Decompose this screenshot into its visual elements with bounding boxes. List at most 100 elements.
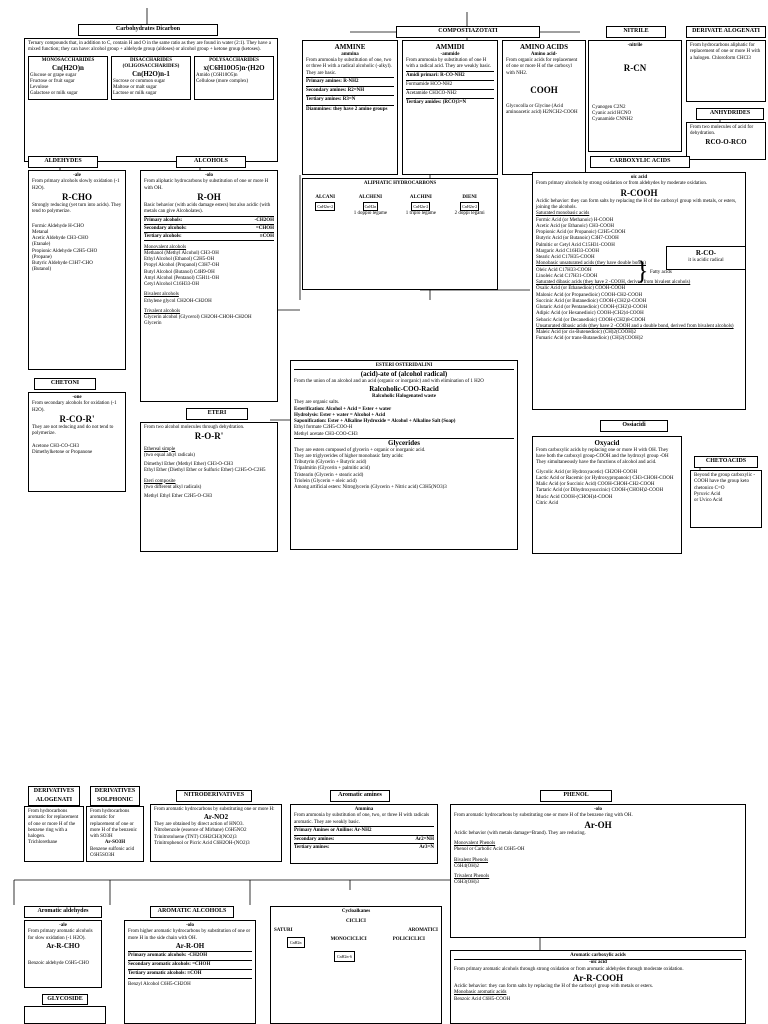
oxyacid-item: Lactic Acid or Racemic (or Hydroxypropan…: [536, 475, 674, 481]
oxyacid-item: Citric Acid: [536, 500, 559, 506]
chetoacids-box: Beyond the group carboxylic -COOH have t…: [690, 470, 762, 528]
aromatic-carboxylic-desc: Acidic behavior: they can form salts by …: [454, 984, 654, 989]
disaccharides-formula: Cn(H2O)n-1: [132, 70, 170, 78]
carbohydrates-header: Carbohydrates Dicarbon: [78, 24, 218, 36]
carboxylic-acids-header: CARBOXYLIC ACIDS: [590, 156, 690, 168]
aldehydes-header: ALDEHYDES: [28, 156, 98, 168]
ammidi-row: Acetamide CH3CO-NH2: [406, 91, 457, 96]
alchini-bond: 1 triplo legame: [405, 210, 437, 216]
di-line: Maltose or malt sugar: [113, 85, 157, 90]
chetone-item: Dimethylketone or Propanone: [32, 449, 93, 455]
ammine-row: Primary amines: R-NH2: [306, 78, 359, 84]
glycoside-box: [24, 1006, 106, 1024]
monovalent-alcohol-item: Methanol (Methyl Alcohol) CH3-OH: [144, 250, 219, 256]
anhydrides-header: ANHYDRIDES: [696, 108, 764, 120]
monosaccharides-formula: Cn(H2O)n: [52, 63, 84, 72]
anhydrides-text: From two molecules of acid for dehydrati…: [690, 125, 754, 137]
fatty-acids-label: Fatty acids: [650, 270, 672, 275]
saturated-dibasic-title: Saturated dibasic acids (they have 2 -CO…: [536, 280, 691, 285]
chetoni-suffix: -one: [72, 395, 82, 400]
nitroderivatives-formula: Ar-NO2: [203, 813, 229, 822]
esters-intro: From the union of an alcohol and an acid…: [294, 379, 484, 384]
glyceride-line: Tristearin (Glycerin + stearic acid): [294, 472, 364, 478]
derivatives-solphonic-formula: Ar-SO3H: [104, 840, 126, 846]
alcohols-formula: R-OH: [197, 191, 221, 202]
alcohols-header: ALCOHOLS: [176, 156, 246, 168]
aromatic-amines-row: Tertiary amines:: [294, 845, 330, 850]
derivatives-alogenati-item: Trichlorethane: [28, 840, 58, 846]
alcheni-label: ALCHENI: [358, 195, 383, 201]
compostiazotati-header: COMPOSTIAZOTATI: [396, 26, 540, 38]
chetoacid-item: Pyruvic Acid: [694, 491, 721, 497]
poly-line: Amido (C6H10O5)n: [196, 72, 238, 78]
trivalent-alcohols-title: Trivalent alcohols: [144, 308, 181, 314]
aromatic-acid-item: Benzoic Acid C6H5-COOH: [454, 996, 511, 1002]
dibasic-acid-item: Oxalic Acid (or Ethanedioic) COOH-COOH: [536, 286, 626, 292]
primary-alcohols-formula: -CH2OH: [254, 217, 274, 223]
anhydrides-box: From two molecules of acid for dehydrati…: [686, 122, 766, 160]
aromatic-alcohols-formula: Ar-R-OH: [175, 941, 205, 950]
tertiary-aromatic-amine-formula: Ar3=N: [419, 845, 434, 850]
disaccharides-box: DISACCHARIDES (OLIGOSACCHARIDES) Cn(H2O)…: [111, 55, 191, 100]
monovalent-alcohol-item: Cetyl Alcohol C16H33-OH: [144, 282, 199, 287]
ammine-row: Secondary amines: R2=NH: [306, 88, 365, 93]
ester-line: Methyl acetate CH3-COO-CH3: [294, 431, 358, 437]
mono-line: Galactose or milk sugar: [30, 91, 78, 97]
aldehyde-item: Formic Aldehyde H-CHO: [32, 223, 84, 229]
cycloalkanes-box: Cycloalkanes CICLICI SATURI AROMATICI Cn…: [270, 906, 442, 1024]
glycoside-header: GLYCOSIDE: [42, 994, 88, 1005]
aromatic-alcohol-row: Tertiary aromatic alcohols: ≡COH: [128, 971, 202, 976]
polysaccharides-box: POLYSACCHARIDES x(C6H10O5)n·(H2O Amido (…: [194, 55, 274, 100]
glycerides-title: Glycerides: [294, 437, 514, 448]
chetoni-intro: From secondary alcohols for oxidation (-…: [32, 401, 117, 413]
eteri-header: ETERI: [186, 408, 248, 420]
saturated-acid-item: Formic Acid (or Methanoic) H-COOH: [536, 217, 614, 223]
saturated-acid-item: Acetic Acid (or Ethanoic) CH3-COOH: [536, 223, 615, 229]
ossiacidi-box: Oxyacid From carboxylic acids by replaci…: [532, 436, 682, 554]
glyceride-line: Among artificial esters: Nitroglycerin (…: [294, 485, 447, 490]
glyceride-line: Triolein (Glycerin + oleic acid): [294, 478, 357, 484]
derivatives-solphonic-item: Benzene sulfonic acid C6H5SO3H: [90, 846, 135, 858]
nitroderivative-line: Nitrobenzole (essence of Mirbane) C6H5NO…: [154, 828, 247, 834]
aromatic-carboxylic-header: Aromatic carboxylic acids: [454, 953, 742, 961]
aromatic-carboxylic-box: Aromatic carboxylic acids -oic acid From…: [450, 950, 746, 1024]
saturated-cyclic-label: SATURI: [274, 927, 293, 933]
aldehydes-formula: R-CHO: [62, 191, 92, 202]
aromatic-formula: CnH2n-6: [334, 950, 355, 962]
chetoni-desc: They are not reducing and do not tend to…: [32, 425, 114, 437]
dibasic-acid-item: Adipic Acid (or Hexanedioic) COOH-(CH2)4…: [536, 311, 644, 317]
eteri-intro: From two alcohol molecules through dehyd…: [144, 425, 245, 430]
amino-acids-intro: From organic acids for replacement of on…: [506, 58, 578, 76]
oxyacid-item: Tartaric Acid (or Dihydroxysuccinic) COO…: [536, 488, 664, 494]
aromatic-alcohols-intro: From higher aromatic hydrocarbons by sub…: [128, 929, 251, 941]
acyl-radical-box: R-CO- it is acidic radical: [666, 246, 746, 270]
di-line: Sucrose or common sugar: [113, 78, 166, 84]
chetoni-header: CHETONI: [34, 378, 96, 390]
aromatic-alcohols-suffix: -olo: [185, 923, 195, 928]
monovalent-alcohol-item: Amyl Alcohol (Pentanol) C5H11-OH: [144, 275, 219, 281]
nitrile-line: Cyanamide CNNH2: [592, 117, 633, 122]
derivatives-alogenati-text: From hydrocarbons aromatic for replaceme…: [28, 809, 79, 839]
ester-line: Esterification: Alcohol + Acid = Ester +…: [294, 406, 392, 412]
nitrile-line: Cyanogen C2N2: [592, 104, 626, 110]
bivalent-alcohols-title: Bivalent alcohols: [144, 292, 179, 298]
dibasic-acid-item: Glutaric Acid (or Pentanedioic) COOH-(CH…: [536, 305, 648, 310]
aldehydes-intro: From primary alcohols slowly oxidation (…: [32, 179, 120, 191]
phenol-intro: From aromatic hydrocarbons by substituti…: [454, 813, 633, 819]
aromatic-amines-row: Secondary amines:: [294, 837, 335, 842]
aldehyde-item: Butyric Aldehyde C3H7-CHO: [32, 261, 93, 266]
aromatic-cyclic-label: AROMATICI: [408, 927, 438, 933]
chetoacid-item: or Uvico Acid: [694, 498, 723, 503]
derivatives-solphonic-text: From hydrocarbons aromatic for replaceme…: [90, 809, 137, 839]
ester-line: Ethyl formate C2H5-COO-H: [294, 425, 353, 431]
esters-header: ESTERI OSTERIDALINI: [294, 363, 514, 371]
aliphatic-hydrocarbons-header: ALIPHATIC HYDROCARBONS: [363, 181, 437, 186]
mono-line: Glucose or grape sugar: [30, 72, 77, 78]
chetoacids-header: CHETOACIDS: [694, 456, 758, 468]
phenol-formula: Ar-OH: [584, 819, 612, 830]
saturated-monobasic-title: Saturated monobasic acids: [536, 211, 590, 217]
simple-ether-item: Ethyl Ether (Diethyl Ether or Sulfuric E…: [144, 468, 266, 474]
fatty-acids-brace: }: [636, 256, 649, 285]
